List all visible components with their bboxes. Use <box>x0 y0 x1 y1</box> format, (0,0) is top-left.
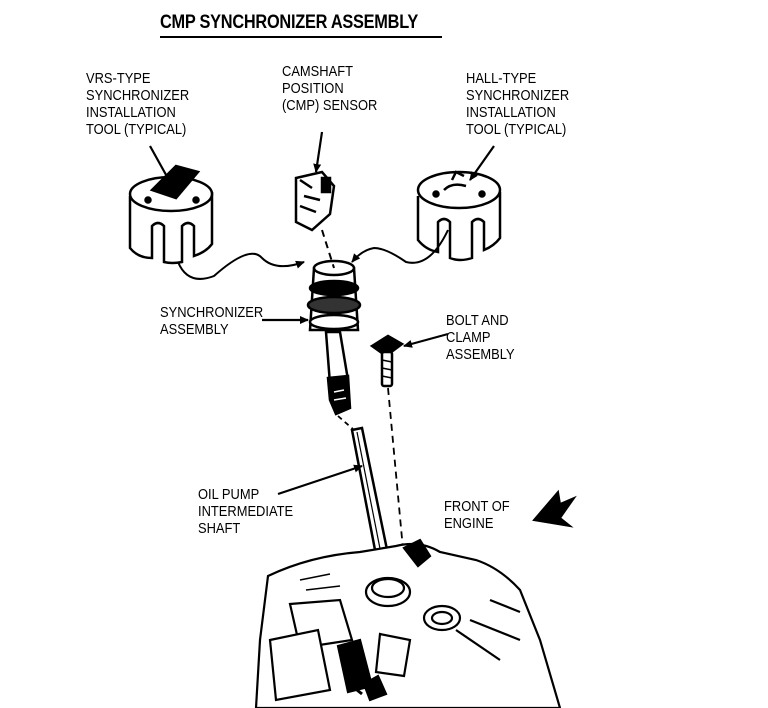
label-oil-pump-shaft: OIL PUMP INTERMEDIATE SHAFT <box>198 486 293 537</box>
label-line: BOLT AND <box>446 312 509 329</box>
shaft-pointer <box>277 464 363 496</box>
label-line: SYNCHRONIZER <box>160 304 264 321</box>
cmp-sensor-pointer <box>313 131 324 173</box>
label-line: TOOL (TYPICAL) <box>466 121 567 138</box>
label-line: VRS-TYPE <box>86 70 151 87</box>
centerline <box>321 229 335 269</box>
label-synchronizer-assembly: SYNCHRONIZER ASSEMBLY <box>160 304 263 338</box>
label-cmp-sensor: CAMSHAFT POSITION (CMP) SENSOR <box>282 63 377 114</box>
shaft-centerline <box>337 415 355 431</box>
label-line: INTERMEDIATE <box>198 503 294 520</box>
label-line: ASSEMBLY <box>446 346 515 363</box>
title-underline <box>160 36 442 38</box>
bolt-centerline <box>387 387 405 561</box>
hall-tool-link <box>351 229 449 264</box>
label-line: INSTALLATION <box>86 104 176 121</box>
label-line: ENGINE <box>444 515 494 532</box>
label-line: SHAFT <box>198 520 241 537</box>
label-line: CAMSHAFT <box>282 63 353 80</box>
hall-tool-icon <box>416 170 502 262</box>
vrs-tool-link <box>177 252 305 280</box>
label-line: POSITION <box>282 80 344 97</box>
cmp-sensor-icon <box>294 170 336 232</box>
vrs-tool-icon <box>128 164 214 265</box>
label-vrs-tool: VRS-TYPE SYNCHRONIZER INSTALLATION TOOL … <box>86 70 189 138</box>
synchronizer-assembly-icon <box>306 259 362 416</box>
label-line: TOOL (TYPICAL) <box>86 121 187 138</box>
label-line: INSTALLATION <box>466 104 556 121</box>
label-line: SYNCHRONIZER <box>86 87 190 104</box>
label-line: CLAMP <box>446 329 491 346</box>
vrs-tool-pointer <box>149 145 171 183</box>
label-hall-tool: HALL-TYPE SYNCHRONIZER INSTALLATION TOOL… <box>466 70 569 138</box>
label-line: (CMP) SENSOR <box>282 97 378 114</box>
front-of-engine-arrow-icon <box>532 489 577 528</box>
label-line: FRONT OF <box>444 498 510 515</box>
label-bolt-clamp: BOLT AND CLAMP ASSEMBLY <box>446 312 515 363</box>
hall-tool-pointer <box>469 145 495 181</box>
label-line: SYNCHRONIZER <box>466 87 570 104</box>
label-front-engine: FRONT OF ENGINE <box>444 498 510 532</box>
bolt-pointer <box>403 332 449 348</box>
diagram-title: CMP SYNCHRONIZER ASSEMBLY <box>160 12 419 33</box>
label-line: HALL-TYPE <box>466 70 537 87</box>
bolt-clamp-icon <box>369 334 405 388</box>
engine-block-icon <box>254 538 562 708</box>
label-line: OIL PUMP <box>198 486 260 503</box>
label-line: ASSEMBLY <box>160 321 229 338</box>
